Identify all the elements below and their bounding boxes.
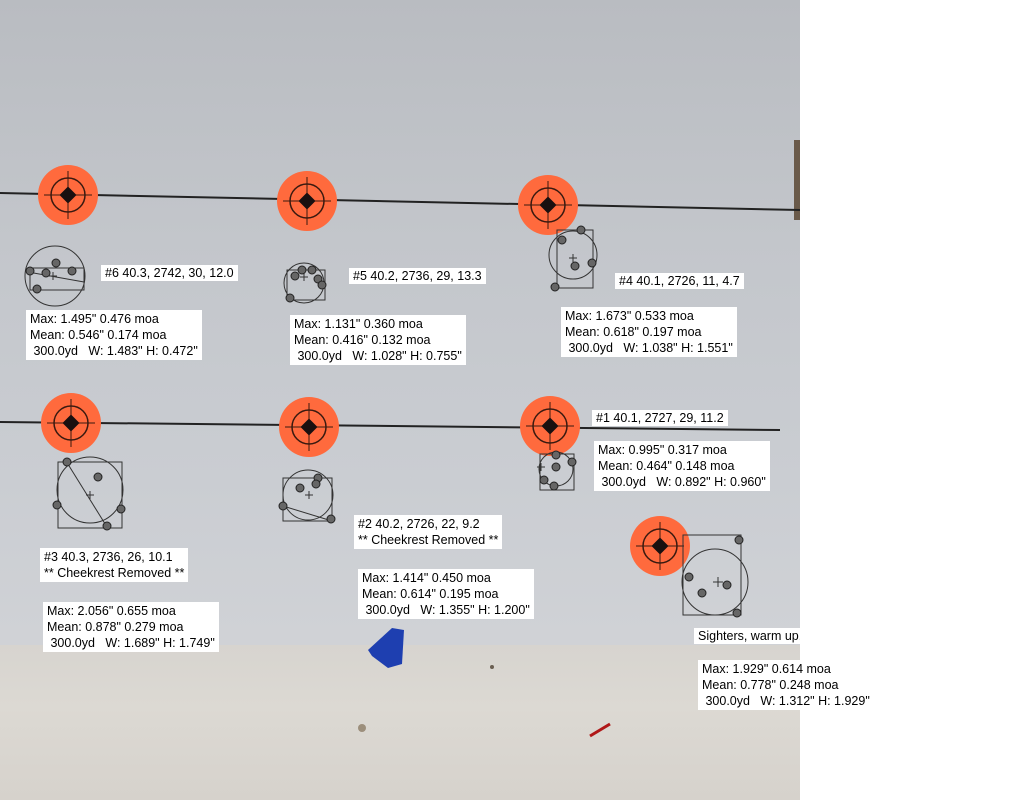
target-2 <box>279 397 339 457</box>
group-5-mean: Mean: 0.416" 0.132 moa <box>294 333 431 347</box>
target-5 <box>277 171 337 231</box>
target-overlay <box>0 165 800 738</box>
group-1-stats: Max: 0.995" 0.317 moa Mean: 0.464" 0.148… <box>594 441 770 491</box>
group-2-overlay <box>278 469 336 524</box>
group-2-note: ** Cheekrest Removed ** <box>358 533 499 547</box>
red-mark <box>589 722 611 738</box>
string-line-middle <box>0 421 781 431</box>
group-5-max: Max: 1.131" 0.360 moa <box>294 317 423 331</box>
group-2-title: #2 40.2, 2726, 22, 9.2 <box>358 517 480 531</box>
board-edge <box>794 140 800 220</box>
target-sighters <box>630 516 690 576</box>
group-3-dist: 300.0yd W: 1.689" H: 1.749" <box>47 636 215 650</box>
group-4-max: Max: 1.673" 0.533 moa <box>565 309 694 323</box>
group-4-stats: Max: 1.673" 0.533 moa Mean: 0.618" 0.197… <box>561 307 737 357</box>
group-2-max: Max: 1.414" 0.450 moa <box>362 571 491 585</box>
group-2-header: #2 40.2, 2726, 22, 9.2 ** Cheekrest Remo… <box>354 515 503 549</box>
debris-mark <box>490 665 494 669</box>
group-1-dist: 300.0yd W: 0.892" H: 0.960" <box>598 475 766 489</box>
target-4 <box>518 175 578 235</box>
group-1-max: Max: 0.995" 0.317 moa <box>598 443 727 457</box>
sighters-title: Sighters, warm up. <box>694 628 800 644</box>
group-3-title: #3 40.3, 2736, 26, 10.1 <box>44 550 173 564</box>
group-3-stats: Max: 2.056" 0.655 moa Mean: 0.878" 0.279… <box>43 602 219 652</box>
group-4-overlay <box>548 225 598 292</box>
paper-bottom-edge <box>0 645 800 800</box>
target-6 <box>38 165 98 225</box>
group-1-mean: Mean: 0.464" 0.148 moa <box>598 459 735 473</box>
group-4-dist: 300.0yd W: 1.038" H: 1.551" <box>565 341 733 355</box>
target-3 <box>41 393 101 453</box>
group-2-mean: Mean: 0.614" 0.195 moa <box>362 587 499 601</box>
group-6-title: #6 40.3, 2742, 30, 12.0 <box>101 265 238 281</box>
group-3-mean: Mean: 0.878" 0.279 moa <box>47 620 184 634</box>
group-4-title: #4 40.1, 2726, 11, 4.7 <box>615 273 744 289</box>
group-6-mean: Mean: 0.546" 0.174 moa <box>30 328 167 342</box>
group-3-overlay <box>52 456 126 531</box>
sighters-max: Max: 1.929" 0.614 moa <box>702 662 831 676</box>
string-line-top <box>0 192 800 211</box>
target-1 <box>520 396 580 456</box>
blue-tape <box>368 628 404 668</box>
group-sighters-overlay <box>681 534 749 618</box>
group-5-stats: Max: 1.131" 0.360 moa Mean: 0.416" 0.132… <box>290 315 466 365</box>
group-6-max: Max: 1.495" 0.476 moa <box>30 312 159 326</box>
sighters-dist: 300.0yd W: 1.312" H: 1.929" <box>702 694 870 708</box>
sighters-mean: Mean: 0.778" 0.248 moa <box>702 678 839 692</box>
group-2-stats: Max: 1.414" 0.450 moa Mean: 0.614" 0.195… <box>358 569 534 619</box>
group-6-dist: 300.0yd W: 1.483" H: 0.472" <box>30 344 198 358</box>
group-5-dist: 300.0yd W: 1.028" H: 0.755" <box>294 349 462 363</box>
group-6-overlay <box>24 245 86 307</box>
group-3-max: Max: 2.056" 0.655 moa <box>47 604 176 618</box>
group-6-stats: Max: 1.495" 0.476 moa Mean: 0.546" 0.174… <box>26 310 202 360</box>
target-photo: #6 40.3, 2742, 30, 12.0 Max: 1.495" 0.47… <box>0 0 800 800</box>
debris-mark <box>358 724 366 732</box>
group-1-title: #1 40.1, 2727, 29, 11.2 <box>592 410 728 426</box>
sighters-stats: Max: 1.929" 0.614 moa Mean: 0.778" 0.248… <box>698 660 874 710</box>
group-1-overlay <box>537 450 577 491</box>
group-3-note: ** Cheekrest Removed ** <box>44 566 185 580</box>
group-3-header: #3 40.3, 2736, 26, 10.1 ** Cheekrest Rem… <box>40 548 189 582</box>
group-4-mean: Mean: 0.618" 0.197 moa <box>565 325 702 339</box>
group-2-dist: 300.0yd W: 1.355" H: 1.200" <box>362 603 530 617</box>
group-5-title: #5 40.2, 2736, 29, 13.3 <box>349 268 486 284</box>
group-5-overlay <box>283 262 327 304</box>
